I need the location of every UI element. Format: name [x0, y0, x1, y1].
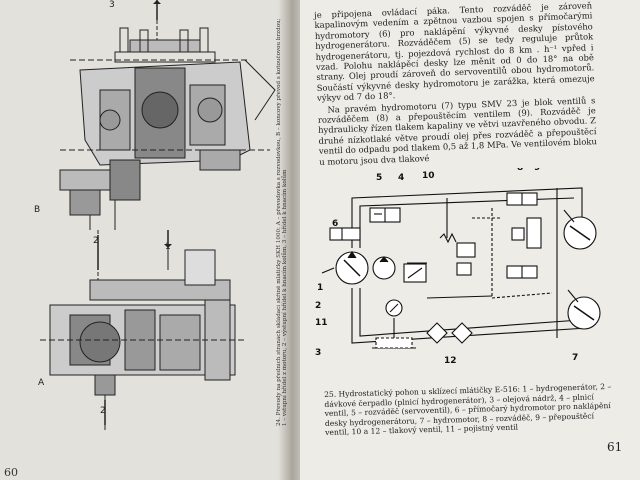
arrow-label-3: 3	[109, 0, 115, 10]
callout-1: 1	[317, 283, 323, 293]
callout-8: 8	[517, 168, 523, 173]
figure-caption: 25. Hydrostatický pohon u sklízecí mláti…	[324, 381, 612, 438]
callout-4: 4	[398, 173, 404, 183]
gearbox-drawing-a	[40, 230, 245, 430]
left-page-number: 60	[4, 466, 18, 479]
arrow-label-1: 1	[165, 242, 171, 252]
gearbox-drawing-b	[59, 0, 276, 230]
body-text: je připojena ovládací páka. Tento rozvád…	[314, 0, 597, 168]
callout-10: 10	[422, 171, 435, 181]
callout-6: 6	[332, 219, 338, 229]
arrow-label-2-bottom: 2	[100, 406, 106, 416]
book-gutter	[278, 0, 304, 480]
hydraulic-diagram: 6 1 2 11 3 5 4 10 9 8 7 12	[315, 168, 601, 366]
callout-9: 9	[534, 168, 540, 173]
body-paragraph-2: Na pravém hydromotoru (7) typu SMV 23 je…	[317, 94, 597, 167]
callout-2: 2	[315, 301, 321, 311]
figure-label-a: A	[38, 378, 45, 388]
callout-12: 12	[444, 356, 457, 366]
body-paragraph-1: je připojena ovládací páka. Tento rozvád…	[314, 0, 595, 104]
left-page: 3 B 2 1 2 A 60	[0, 0, 292, 480]
callout-7: 7	[572, 353, 578, 363]
callout-11: 11	[315, 318, 328, 328]
callout-5: 5	[376, 173, 382, 183]
callout-3: 3	[315, 348, 321, 358]
right-page-number: 61	[607, 440, 623, 454]
arrow-label-2-top: 2	[93, 236, 99, 246]
left-side-caption: 24. Převody na předních stranách skládac…	[276, 18, 288, 426]
figure-label-b: B	[34, 205, 41, 215]
